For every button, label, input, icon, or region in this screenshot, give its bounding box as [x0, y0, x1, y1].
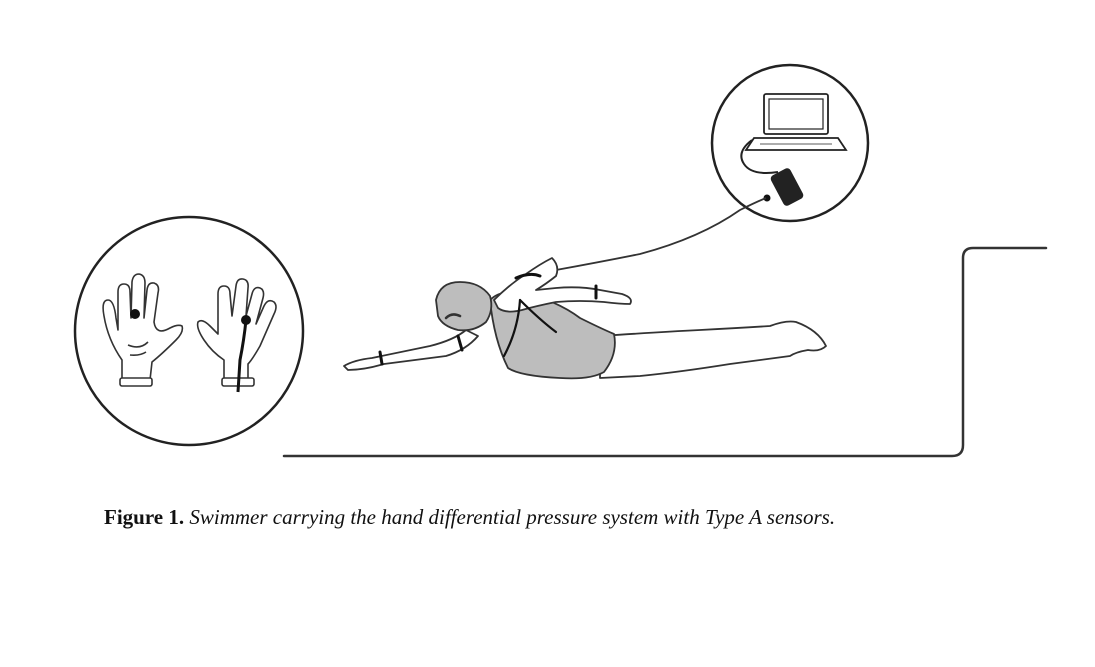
palm-sensor	[130, 309, 140, 319]
logger-connector	[763, 194, 771, 202]
main-cable	[555, 197, 767, 271]
data-logger-icon	[770, 168, 804, 206]
laptop-cable	[740, 139, 779, 174]
figure-caption-text: Swimmer carrying the hand differential p…	[189, 505, 836, 529]
laptop-icon	[744, 93, 848, 151]
swimmer-illustration	[343, 257, 827, 380]
hand-sensors-inset	[73, 215, 305, 447]
finger-sensor	[241, 315, 251, 325]
figure-label: Figure 1.	[104, 505, 185, 529]
laptop-inset	[710, 63, 870, 223]
figure-caption: Figure 1. Swimmer carrying the hand diff…	[104, 505, 1064, 530]
left-hand-illustration	[102, 273, 184, 387]
pool-outline	[282, 246, 1048, 458]
